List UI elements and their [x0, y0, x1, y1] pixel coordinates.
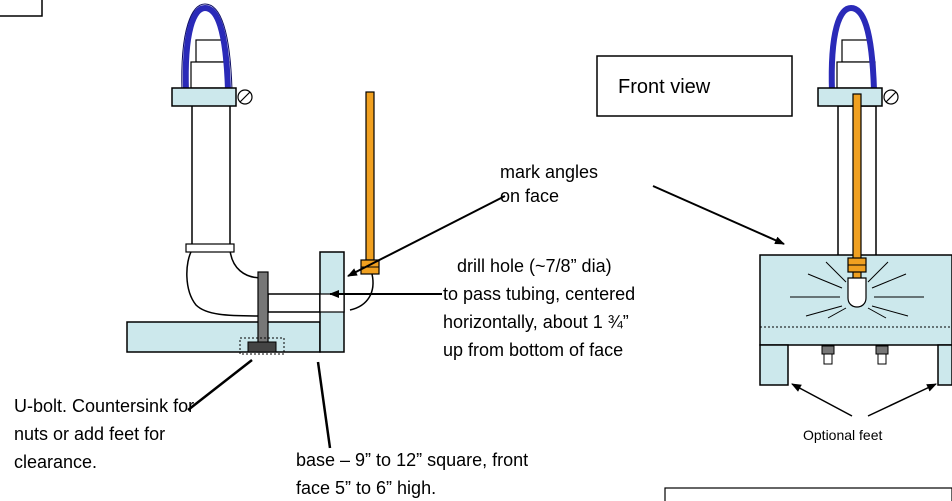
elbow-inner	[229, 249, 263, 279]
u-bolt-line-1: U-bolt. Countersink for	[14, 396, 194, 416]
front-nut-left	[823, 353, 833, 365]
front-nut-right	[877, 353, 887, 365]
front-view: Front view	[596, 4, 952, 386]
rod-tube	[349, 273, 374, 311]
u-bolt-line-3: clearance.	[14, 452, 97, 472]
drill-hole-line-3: horizontally, about 1 ¾”	[443, 312, 629, 332]
mark-angles-arrow-front	[652, 185, 785, 245]
optional-feet-label: Optional feet	[803, 427, 882, 443]
horizontal-tube	[267, 293, 321, 313]
drill-hole-line-2: to pass tubing, centered	[443, 284, 635, 304]
drill-hole-line-4: up from bottom of face	[443, 340, 623, 360]
countersink-outline	[239, 337, 285, 355]
base-board	[126, 321, 321, 353]
elbow-outer	[186, 249, 263, 317]
label-u-bolt: U-bolt. Countersink for nuts or add feet…	[14, 396, 194, 472]
optional-feet-arrow-right	[867, 383, 937, 417]
hose-loop	[182, 4, 231, 93]
label-base: base – 9” to 12” square, front face 5” t…	[296, 450, 528, 498]
base-leader	[316, 361, 332, 449]
front-view-title-box	[596, 55, 793, 117]
u-bolt-line-2: nuts or add feet for	[14, 424, 165, 444]
front-tube-hole	[847, 277, 867, 308]
front-foot-right	[937, 344, 952, 386]
pipe-cap-lower	[190, 61, 230, 89]
side-view	[126, 3, 380, 355]
drill-hole-line-1: drill hole (~7/8” dia)	[457, 256, 612, 276]
pipe-cap-upper	[195, 39, 225, 63]
corner-box-fragment	[0, 0, 43, 17]
mark-angles-line-2: on face	[500, 186, 559, 206]
mark-angles-line-1: mark angles	[500, 162, 598, 182]
label-mark-angles: mark angles on face	[500, 162, 598, 206]
label-drill-hole: drill hole (~7/8” dia) to pass tubing, c…	[443, 256, 635, 360]
base-line-2: face 5” to 6” high.	[296, 478, 436, 498]
hose-outline	[181, 3, 233, 93]
angle-marks	[790, 261, 924, 319]
front-foot-left	[759, 344, 789, 386]
u-bolt-leader	[187, 359, 253, 411]
vertical-pipe	[191, 97, 231, 251]
front-hose-loop	[828, 4, 877, 93]
base-line-1: base – 9” to 12” square, front	[296, 450, 528, 470]
front-pipe-clamp	[817, 87, 883, 107]
u-bolt-nut	[247, 341, 277, 353]
front-view-title: Front view	[618, 76, 711, 98]
pipe-clamp	[171, 87, 237, 107]
mark-angles-arrow-side	[347, 195, 506, 277]
angle-rod	[365, 91, 375, 261]
cut-off-box	[664, 487, 952, 501]
optional-feet-arrow-left	[791, 383, 853, 417]
u-bolt	[257, 271, 269, 353]
